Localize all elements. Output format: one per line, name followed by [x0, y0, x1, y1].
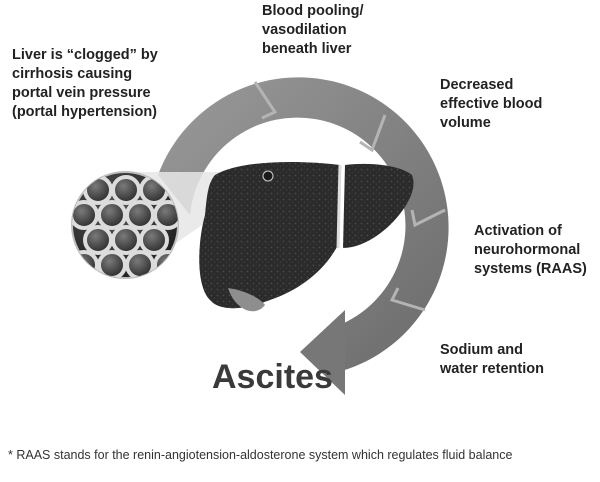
step-label-decreased-volume: Decreased effective blood volume	[440, 76, 542, 133]
cycle-arrow-icon	[158, 77, 449, 395]
step-label-line: Liver is “clogged” by	[12, 47, 158, 63]
step-label-line: Blood pooling/	[262, 3, 364, 19]
step-label-line: Activation of	[474, 223, 562, 239]
step-label-line: systems (RAAS)	[474, 261, 587, 277]
liver-left-lobe	[343, 163, 414, 248]
liver-illustration	[199, 162, 414, 312]
step-label-line: neurohormonal	[474, 242, 581, 258]
step-label-line: cirrhosis causing	[12, 66, 133, 82]
segment-divider-3	[410, 208, 446, 228]
cycle-band	[158, 77, 449, 375]
step-label-line: portal vein pressure	[12, 85, 151, 101]
step-label-line: Decreased	[440, 77, 514, 93]
liver-right-lobe	[199, 162, 340, 309]
diagram-title: Ascites	[212, 358, 333, 396]
step-label-raas-activation: Activation of neurohormonal systems (RAA…	[474, 222, 587, 279]
gallbladder	[228, 288, 265, 312]
step-label-line: Sodium and	[440, 342, 523, 358]
step-label-line: beneath liver	[262, 41, 352, 57]
portal-vein-marker	[262, 170, 274, 182]
step-label-line: (portal hypertension)	[12, 104, 158, 120]
footnote: * RAAS stands for the renin-angiotension…	[8, 448, 513, 462]
step-label-line: volume	[440, 115, 491, 131]
step-label-line: water retention	[440, 361, 544, 377]
step-label-sodium-retention: Sodium and water retention	[440, 341, 544, 379]
segment-divider-1	[253, 81, 278, 120]
step-label-blood-pooling: Blood pooling/ vasodilation beneath live…	[262, 2, 363, 59]
step-label-line: effective blood	[440, 96, 543, 112]
step-label-line: vasodilation	[262, 22, 347, 38]
step-label-portal-hypertension: Liver is “clogged” by cirrhosis causing …	[12, 46, 158, 122]
cycle-arrowhead	[300, 310, 345, 395]
liver-ligament	[336, 164, 342, 249]
segment-divider-4	[389, 287, 426, 312]
segment-divider-2	[359, 114, 387, 153]
